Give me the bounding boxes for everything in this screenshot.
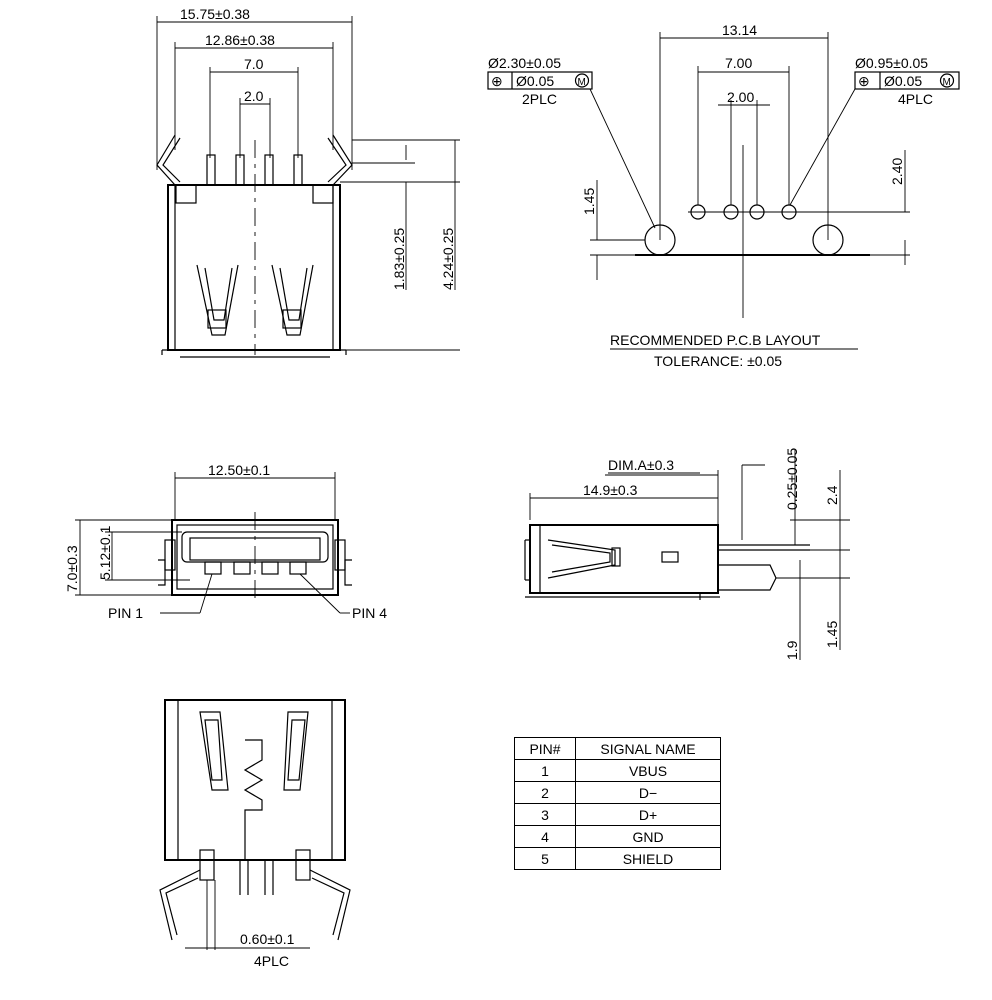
table-header-row: PIN# SIGNAL NAME [514, 737, 721, 760]
table-row: 4 GND [514, 825, 721, 848]
front-dim-height-inner: 5.12±0.1 [97, 525, 113, 580]
large-hole-tol: Ø0.05 [516, 73, 554, 89]
front-dim-width: 12.50±0.1 [208, 462, 270, 478]
bottom-pin-qty: 4PLC [254, 953, 289, 969]
pin-number: 4 [514, 825, 576, 848]
header-pin: PIN# [514, 737, 576, 760]
pcb-dim-hole-span: 13.14 [722, 22, 757, 38]
dim-overall-width: 15.75±0.38 [180, 6, 250, 22]
pin-4-contact [289, 561, 307, 575]
signal-name: D− [575, 781, 721, 804]
pin-4-label: PIN 4 [352, 605, 387, 621]
table-row: 1 VBUS [514, 759, 721, 782]
pcb-dim-pin-inner: 2.00 [727, 89, 754, 105]
pin-1-label: PIN 1 [108, 605, 143, 621]
signal-name: SHIELD [575, 847, 721, 870]
dim-pin-outer: 7.0 [244, 56, 264, 72]
side-dim-a: DIM.A±0.3 [608, 457, 674, 473]
signal-name: VBUS [575, 759, 721, 782]
pin-1-contact [204, 561, 222, 575]
side-dim-19: 1.9 [784, 640, 800, 660]
pin-2-contact [233, 561, 251, 575]
bottom-view: 0.60±0.1 4PLC [159, 699, 351, 969]
table-row: 5 SHIELD [514, 847, 721, 870]
dim-height-short: 1.83±0.25 [391, 228, 407, 290]
pin-3-contact [261, 561, 279, 575]
bottom-dim-pin-width: 0.60±0.1 [240, 931, 295, 947]
dim-pin-inner: 2.0 [244, 88, 264, 104]
front-dim-height-outer: 7.0±0.3 [64, 545, 80, 592]
small-hole-tol: Ø0.05 [884, 73, 922, 89]
side-dim-thickness: 0.25±0.05 [784, 448, 800, 510]
mmc-symbol-left: M [578, 77, 586, 88]
mmc-icon-left [574, 73, 590, 88]
side-dim-145: 1.45 [824, 621, 840, 648]
side-dim-24: 2.4 [824, 485, 840, 505]
pin-number: 3 [514, 803, 576, 826]
large-hole-dia: Ø2.30±0.05 [488, 55, 561, 71]
pin-number: 5 [514, 847, 576, 870]
pcb-dim-pin-outer: 7.00 [725, 55, 752, 71]
side-view: DIM.A±0.3 14.9±0.3 0.25±0.05 2.4 1.9 1.4… [524, 448, 850, 660]
top-view: 15.75±0.38 12.86±0.38 7.0 2.0 [156, 6, 460, 358]
pin-number: 2 [514, 781, 576, 804]
pin-signal-table: PIN# SIGNAL NAME 1 VBUS 2 D− 3 D+ 4 GND … [514, 737, 721, 870]
pcb-tolerance: TOLERANCE: ±0.05 [654, 353, 782, 369]
small-hole-qty: 4PLC [898, 91, 933, 107]
mmc-icon-right [939, 73, 955, 88]
position-symbol-left: ⊕ [491, 73, 503, 89]
signal-name: GND [575, 825, 721, 848]
dim-height-total: 4.24±0.25 [440, 228, 456, 290]
small-hole-dia: Ø0.95±0.05 [855, 55, 928, 71]
pcb-layout: 13.14 7.00 2.00 Ø2.30±0.05 ⊕ Ø0.05 M 2PL… [487, 22, 960, 369]
front-view: 12.50±0.1 7.0±0.3 5.12±0.1 PIN 1 PIN 4 [64, 462, 387, 621]
header-signal-name: SIGNAL NAME [575, 737, 721, 760]
dim-inner-width: 12.86±0.38 [205, 32, 275, 48]
large-hole-qty: 2PLC [522, 91, 557, 107]
signal-name: D+ [575, 803, 721, 826]
table-row: 2 D− [514, 781, 721, 804]
pin-number: 1 [514, 759, 576, 782]
side-dim-depth: 14.9±0.3 [583, 482, 638, 498]
mmc-symbol-right: M [943, 77, 951, 88]
position-symbol-right: ⊕ [858, 73, 870, 89]
pcb-dim-vertical-right: 2.40 [889, 158, 905, 185]
pcb-dim-vertical-left: 1.45 [581, 188, 597, 215]
table-row: 3 D+ [514, 803, 721, 826]
pcb-caption: RECOMMENDED P.C.B LAYOUT [610, 332, 821, 348]
